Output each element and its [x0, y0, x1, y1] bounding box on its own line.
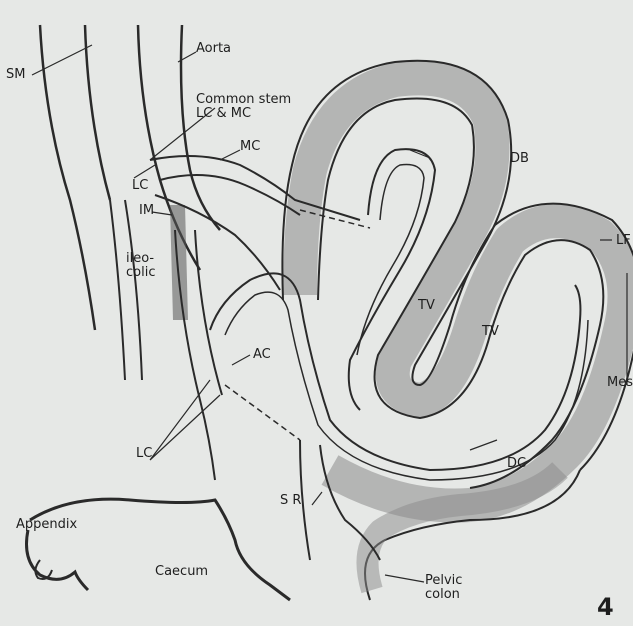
im-hatch — [170, 205, 188, 320]
label-ac: AC — [253, 348, 271, 362]
label-tv-left: TV — [418, 299, 435, 313]
label-im: IM — [139, 204, 154, 218]
label-lf: LF — [616, 234, 631, 248]
label-mc: MC — [240, 140, 260, 154]
label-aorta: Aorta — [196, 42, 231, 56]
label-sm: SM — [6, 68, 25, 82]
label-common-stem: Common stem LC & MC — [196, 93, 291, 121]
transverse-colon-loop — [300, 78, 625, 505]
caecum-lower-outline — [27, 530, 89, 590]
label-ileocolic: ileo- colic — [126, 252, 155, 280]
label-tv-right: TV — [482, 325, 499, 339]
label-mes: Mes — [607, 376, 633, 390]
ileocolic-vessel — [110, 200, 142, 380]
label-dc: DC — [507, 457, 526, 471]
dashed-connector-lower — [225, 385, 300, 440]
label-caecum: Caecum — [155, 565, 208, 579]
figure-number: 4 — [597, 594, 614, 620]
label-lc-upper: LC — [132, 179, 148, 193]
label-db: DB — [510, 152, 529, 166]
label-lc-lower: LC — [136, 447, 152, 461]
sm-vessel — [40, 25, 110, 330]
label-pelvic-colon: Pelvic colon — [425, 574, 462, 602]
label-appendix: Appendix — [16, 518, 77, 532]
caecum-outline — [30, 499, 290, 600]
label-sr: S R — [280, 494, 301, 508]
